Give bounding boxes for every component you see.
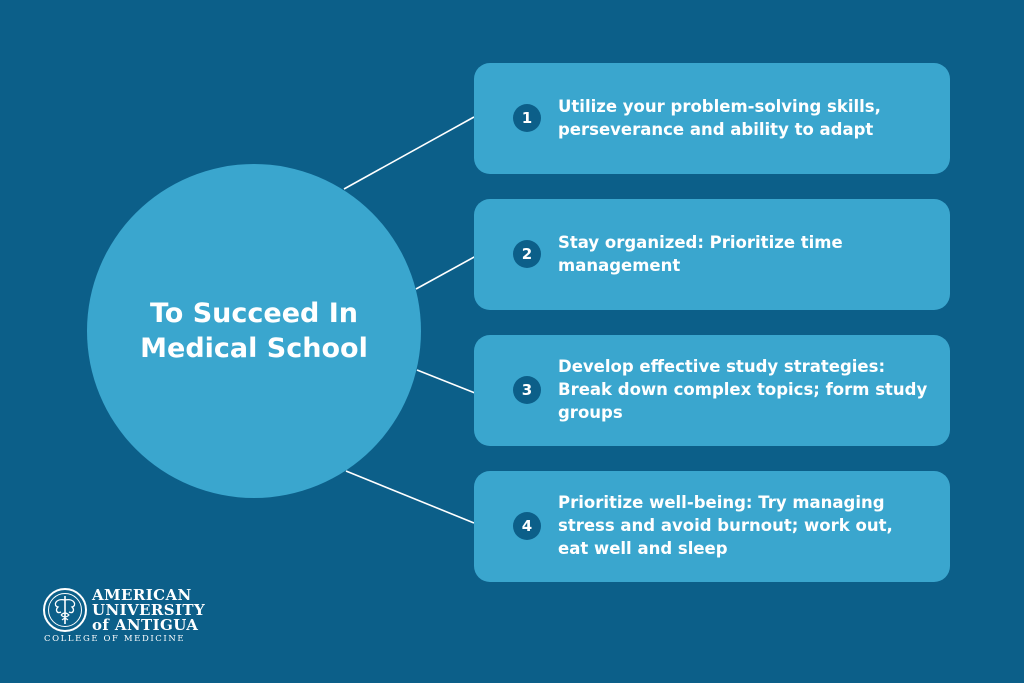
tip-text-3: Develop effective study strategies: Brea… [558, 357, 928, 422]
tip-card-1: 1 Utilize your problem-solving skills, p… [474, 63, 950, 174]
tip-number-badge-1: 1 [513, 104, 541, 132]
tip-text-4: Prioritize well-being: Try managing stre… [558, 493, 893, 558]
tip-card-3: 3 Develop effective study strategies: Br… [474, 335, 950, 446]
tip-number-badge-4: 4 [513, 512, 541, 540]
connector-line-4 [345, 470, 475, 524]
university-logo: AMERICAN UNIVERSITY of ANTIGUA COLLEGE O… [42, 586, 206, 647]
university-seal-icon [43, 588, 87, 632]
connector-line-1 [343, 116, 475, 190]
central-topic-title: To Succeed In Medical School [140, 297, 368, 364]
tip-card-2: 2 Stay organized: Prioritize time manage… [474, 199, 950, 310]
central-topic-circle: To Succeed In Medical School [87, 164, 421, 498]
logo-subtitle: COLLEGE OF MEDICINE [44, 634, 186, 644]
tip-number-badge-3: 3 [513, 376, 541, 404]
tip-text-2: Stay organized: Prioritize time manageme… [558, 232, 843, 275]
logo-line-2: UNIVERSITY [92, 601, 206, 619]
tip-card-4: 4 Prioritize well-being: Try managing st… [474, 471, 950, 582]
connector-line-3 [416, 369, 481, 396]
logo-line-3: of ANTIGUA [92, 616, 199, 634]
logo-line-1: AMERICAN [92, 586, 192, 604]
tip-number-badge-2: 2 [513, 240, 541, 268]
tip-text-1: Utilize your problem-solving skills, per… [558, 96, 881, 139]
